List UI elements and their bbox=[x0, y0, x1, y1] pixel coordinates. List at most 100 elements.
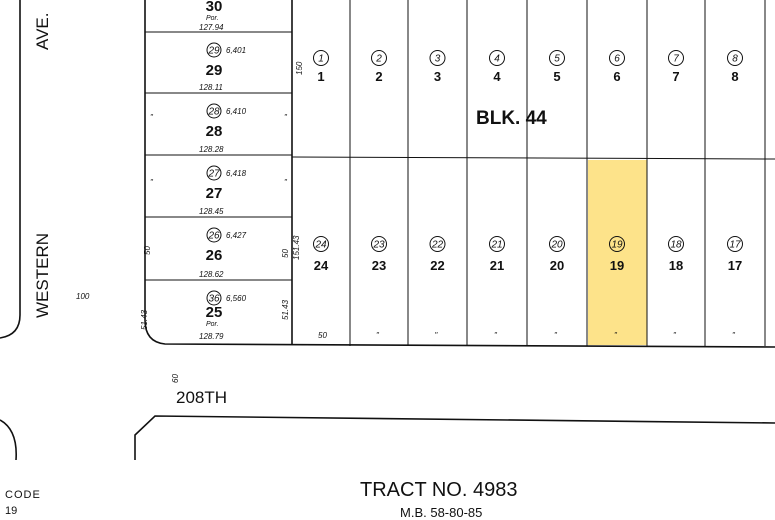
lot-number: 25 bbox=[206, 304, 223, 321]
parcel-circle bbox=[668, 236, 684, 252]
lot-depth: 127.94 bbox=[199, 23, 224, 32]
lot-area: 6,427 bbox=[226, 231, 247, 240]
corner-dim: 51.43 bbox=[281, 299, 290, 320]
parcel-number: 5 bbox=[554, 54, 560, 65]
parcel-number: 4 bbox=[494, 54, 500, 65]
lot-number: 17 bbox=[728, 258, 742, 273]
parcel-circle bbox=[429, 50, 446, 66]
lot-number: 21 bbox=[490, 258, 504, 273]
parcel-circle bbox=[489, 236, 505, 252]
lot-number: 27 bbox=[206, 185, 223, 202]
lot-number: 23 bbox=[372, 258, 386, 273]
208th-curb bbox=[134, 415, 775, 460]
lot-frontage: " bbox=[614, 331, 618, 340]
ditto-mark: " bbox=[284, 178, 288, 187]
lot-depth: 128.62 bbox=[199, 270, 224, 279]
parcel-circle bbox=[371, 236, 387, 252]
parcel-circle bbox=[313, 50, 329, 66]
lot-number: 20 bbox=[550, 258, 564, 273]
parcel-number: 28 bbox=[207, 107, 220, 118]
parcel-circle bbox=[727, 236, 743, 252]
parcel-circle bbox=[549, 50, 565, 66]
parcel-circle bbox=[668, 50, 684, 66]
lot-number: 5 bbox=[553, 69, 560, 84]
parcel-4[interactable]: 44 bbox=[489, 50, 505, 85]
street-label-western: WESTERN bbox=[33, 233, 52, 318]
lot-frontage: 50 bbox=[318, 331, 327, 340]
parcel-number: 1 bbox=[318, 54, 324, 65]
parcel-circle bbox=[489, 50, 505, 66]
lot-number: 30 bbox=[206, 0, 223, 15]
parcel-7[interactable]: 77 bbox=[668, 50, 684, 85]
western-ave-curb bbox=[0, 0, 21, 339]
parcel-circle bbox=[371, 50, 387, 66]
parcel-circle bbox=[206, 103, 222, 119]
block-label: BLK. 44 bbox=[476, 108, 547, 129]
code-label: CODE bbox=[5, 489, 41, 501]
lot-number: 2 bbox=[375, 69, 382, 84]
parcel-number: 36 bbox=[208, 294, 220, 305]
lot-frontage: " bbox=[673, 331, 677, 340]
parcel-5[interactable]: 55 bbox=[549, 50, 565, 85]
parcel-circle bbox=[206, 290, 222, 306]
lot-number: 8 bbox=[731, 69, 738, 84]
parcel-number: 27 bbox=[207, 169, 220, 180]
lot-depth: 128.79 bbox=[199, 332, 224, 341]
lot-frontage: " bbox=[494, 331, 498, 340]
lot-number: 7 bbox=[672, 69, 679, 84]
parcel-circle bbox=[206, 227, 222, 243]
parcel-8[interactable]: 88 bbox=[727, 50, 743, 85]
parcel-17[interactable]: 17 17 " bbox=[727, 236, 743, 341]
frontage-dim: 50 bbox=[143, 246, 152, 255]
lot-frontage: " bbox=[376, 331, 380, 340]
parcel-2[interactable]: 22 bbox=[371, 50, 387, 85]
parcel-number: 29 bbox=[207, 46, 220, 57]
parcel-circle bbox=[313, 236, 329, 252]
parcel-number: 6 bbox=[614, 54, 620, 65]
rear-dim: 150 bbox=[295, 61, 304, 75]
lot-number: 28 bbox=[206, 123, 223, 140]
parcel-6[interactable]: 66 bbox=[609, 50, 625, 85]
parcel-circle bbox=[549, 236, 565, 252]
208th-width: 60 bbox=[171, 374, 180, 383]
parcel-number: 18 bbox=[670, 240, 682, 251]
lot-frontage: " bbox=[732, 331, 736, 340]
parcel-number: 20 bbox=[550, 240, 563, 251]
parcel-number: 2 bbox=[375, 54, 382, 65]
portion-label: Por. bbox=[206, 321, 219, 328]
parcel-circle bbox=[429, 236, 446, 252]
parcel-1[interactable]: 11 bbox=[313, 50, 329, 85]
lot-area: 6,401 bbox=[226, 46, 246, 55]
lot-number: 6 bbox=[613, 69, 620, 84]
street-label-ave: AVE. bbox=[33, 13, 52, 50]
parcel-circle bbox=[609, 236, 625, 252]
lot-number: 4 bbox=[493, 69, 501, 84]
parcel-circle bbox=[206, 165, 222, 181]
lot-depth: 128.45 bbox=[199, 207, 224, 216]
side-dim: 151.43 bbox=[292, 235, 301, 260]
street-label-208th: 208TH bbox=[176, 388, 227, 407]
parcel-number: 17 bbox=[729, 240, 741, 251]
ditto-mark: " bbox=[150, 113, 154, 122]
lot-number: 3 bbox=[434, 69, 441, 84]
parcel-circle bbox=[609, 50, 625, 66]
parcel-number: 22 bbox=[431, 240, 444, 251]
parcel-circle bbox=[206, 42, 222, 58]
parcel-circle bbox=[727, 50, 743, 66]
parcel-number: 7 bbox=[673, 54, 679, 65]
parcel-3[interactable]: 33 bbox=[429, 50, 446, 85]
portion-label: Por. bbox=[206, 15, 219, 22]
